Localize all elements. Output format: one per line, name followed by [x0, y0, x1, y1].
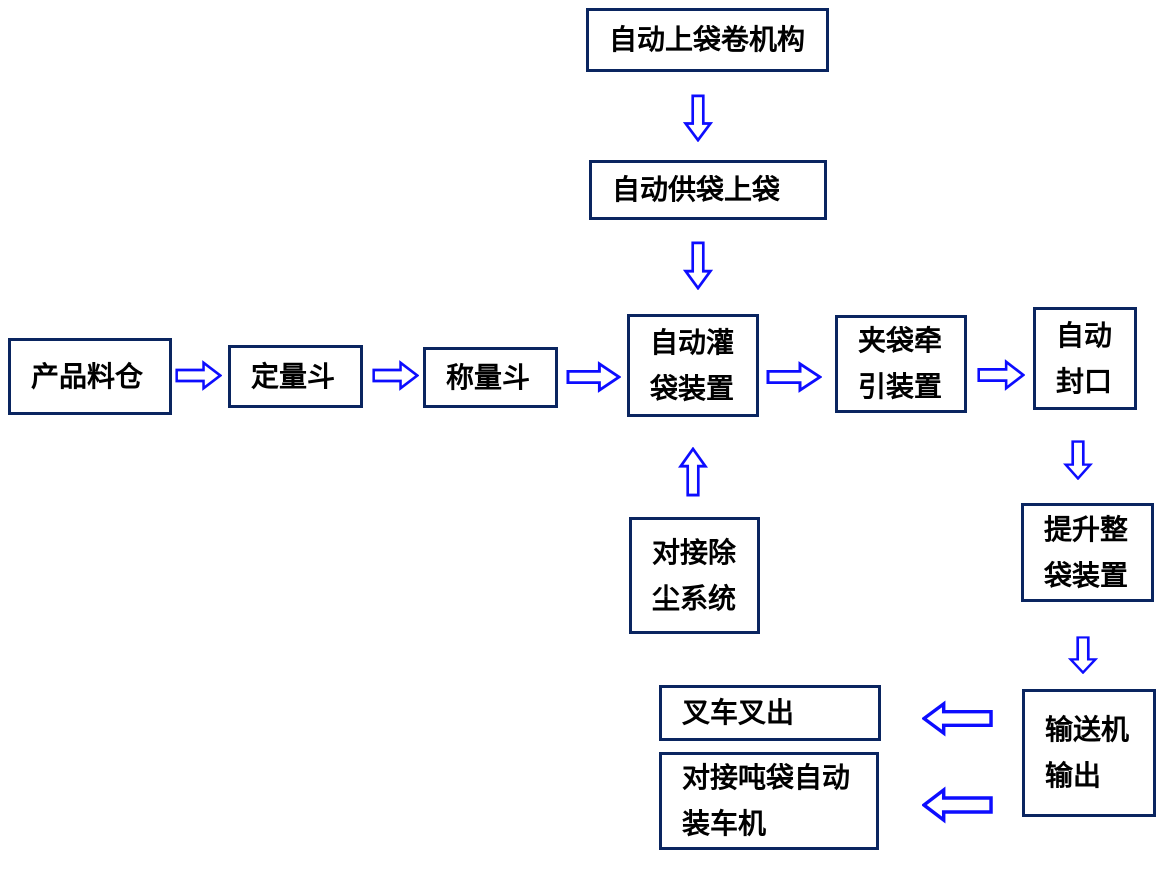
down-arrow-icon	[683, 241, 713, 290]
node-label: 夹袋牵	[858, 324, 943, 357]
left-arrow-icon	[922, 700, 993, 737]
node-conveyor-output: 输送机 输出	[1022, 689, 1156, 817]
left-arrow-icon	[922, 786, 993, 824]
down-arrow-icon	[1068, 636, 1098, 674]
node-label: 提升整	[1044, 512, 1129, 546]
right-arrow-icon	[566, 361, 621, 393]
node-label: 袋装置	[650, 371, 735, 405]
node-forklift-out: 叉车叉出	[659, 685, 881, 741]
node-label: 自动供袋上袋	[612, 173, 781, 206]
node-label: 尘系统	[652, 581, 737, 615]
node-bag-clamp-traction-device: 夹袋牵 引装置	[835, 315, 967, 413]
node-weighing-hopper: 称量斗	[423, 347, 558, 408]
up-arrow-icon	[678, 447, 708, 497]
node-label: 称量斗	[446, 360, 531, 394]
node-product-silo: 产品料仓	[8, 338, 172, 415]
right-arrow-icon	[372, 360, 419, 391]
node-label: 产品料仓	[31, 359, 144, 393]
down-arrow-icon	[683, 94, 713, 142]
right-arrow-icon	[175, 360, 222, 391]
node-auto-bag-filling-device: 自动灌 袋装置	[627, 314, 759, 417]
node-label: 装车机	[682, 807, 767, 840]
node-label: 对接除	[652, 535, 737, 569]
node-label: 输送机	[1045, 713, 1130, 746]
node-dosing-hopper: 定量斗	[228, 345, 363, 408]
node-label: 自动	[1056, 318, 1113, 352]
node-label: 自动上袋卷机构	[609, 23, 806, 56]
node-auto-bag-feeding: 自动供袋上袋	[589, 160, 827, 220]
down-arrow-icon	[1063, 440, 1093, 480]
node-label: 对接吨袋自动	[682, 761, 851, 794]
node-ton-bag-truck-loader: 对接吨袋自动 装车机	[659, 752, 879, 850]
node-label: 定量斗	[251, 359, 336, 393]
node-label: 自动灌	[650, 325, 735, 359]
right-arrow-icon	[977, 359, 1025, 391]
node-label: 叉车叉出	[682, 696, 795, 729]
node-label: 输出	[1045, 759, 1102, 792]
node-auto-bag-roll-mechanism: 自动上袋卷机构	[586, 8, 829, 72]
node-label: 封口	[1056, 364, 1113, 398]
node-dust-removal-system: 对接除 尘系统	[629, 517, 760, 634]
node-bag-lifting-device: 提升整 袋装置	[1021, 503, 1154, 602]
node-auto-sealing: 自动 封口	[1033, 307, 1137, 410]
node-label: 袋装置	[1044, 558, 1129, 592]
node-label: 引装置	[858, 370, 943, 403]
right-arrow-icon	[766, 361, 822, 393]
